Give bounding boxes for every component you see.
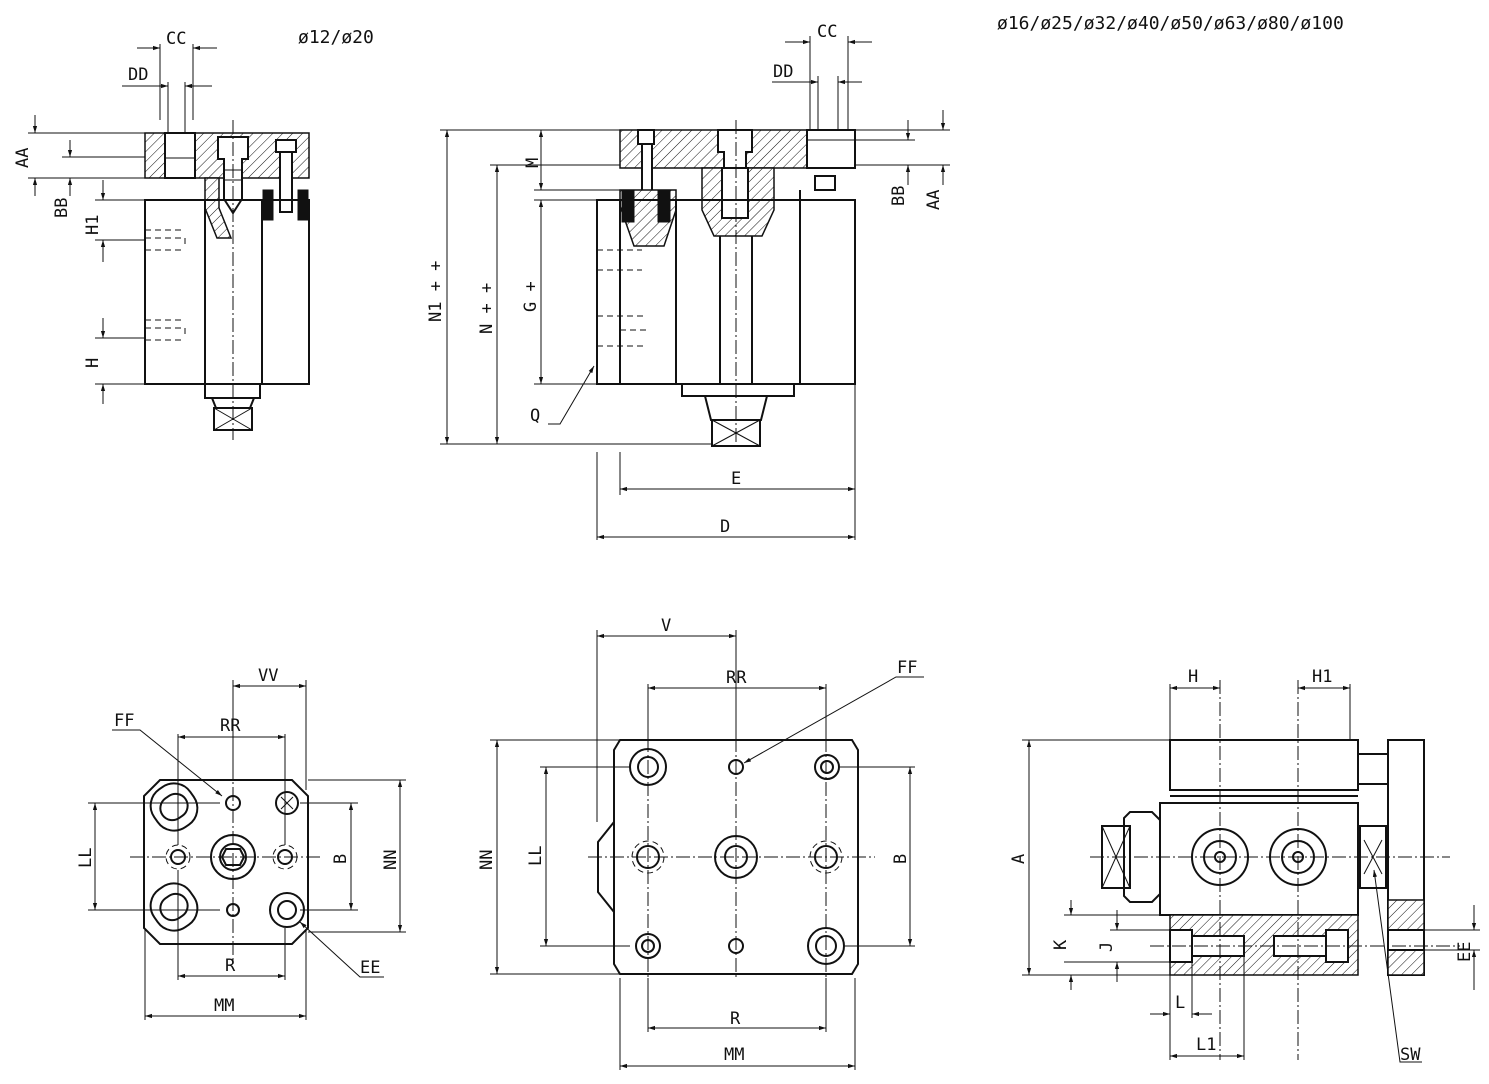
dim-ee2-label: EE — [1455, 942, 1475, 962]
dim-m-label: M — [523, 158, 543, 168]
dim-nn-label: NN — [381, 850, 401, 870]
dim-j-label: J — [1097, 942, 1117, 952]
dim-rr-label: RR — [220, 716, 241, 736]
dim-ff2-label: FF — [897, 658, 917, 678]
dim-r-label: R — [225, 956, 236, 976]
dim-k-label: K — [1051, 939, 1071, 950]
dim-l-label: L — [1175, 993, 1185, 1013]
dim-ff-label: FF — [114, 711, 134, 731]
large-cylinder-side-view — [596, 120, 856, 450]
large-bore-title: ø16/ø25/ø32/ø40/ø50/ø63/ø80/ø100 — [997, 13, 1344, 34]
dim-mm-label: MM — [214, 996, 234, 1016]
dim-q-label: Q — [530, 406, 540, 426]
top-view-dimensions: H H1 A K J L L1 EE SW — [1009, 667, 1480, 1065]
dim-cc2-label: CC — [817, 22, 837, 42]
small-cylinder-side-view — [144, 120, 310, 440]
large-cylinder-front-view — [588, 738, 875, 978]
dim-dd2-label: DD — [773, 62, 793, 82]
dim-h-label: H — [83, 358, 103, 368]
dim-bb2-label: BB — [889, 186, 909, 206]
dim-dd-label: DD — [128, 65, 148, 85]
dim-r2-label: R — [730, 1009, 741, 1029]
dim-h2-label: H — [1188, 667, 1198, 687]
dim-sw-label: SW — [1400, 1045, 1421, 1065]
dim-e-label: E — [731, 469, 741, 489]
dim-b2-label: B — [891, 854, 911, 864]
dim-b-label: B — [331, 854, 351, 864]
dim-d-label: D — [720, 517, 730, 537]
dim-a-label: A — [1009, 854, 1029, 864]
dim-nn2-label: NN — [477, 850, 497, 870]
dim-aa2-label: AA — [924, 190, 944, 210]
large-front-dimensions: V RR FF NN LL B R MM — [477, 616, 924, 1070]
dim-n1-label: N1 + + — [426, 261, 446, 322]
small-bore-title: ø12/ø20 — [298, 27, 374, 48]
dim-bb-label: BB — [52, 198, 72, 218]
small-cylinder-front-view — [130, 765, 320, 960]
dim-h1-label: H1 — [83, 215, 103, 235]
dim-v-label: V — [661, 616, 671, 636]
large-side-dimensions: CC DD BB AA M N1 + + N + + G + Q E — [426, 22, 950, 540]
dim-aa-label: AA — [13, 148, 33, 168]
dim-mm2-label: MM — [724, 1045, 744, 1065]
dim-h12-label: H1 — [1312, 667, 1332, 687]
dim-ee-label: EE — [360, 958, 380, 978]
dim-ll-label: LL — [76, 848, 96, 868]
dim-l1-label: L1 — [1196, 1035, 1216, 1055]
dim-g-label: G + — [521, 281, 541, 312]
small-side-dimensions: CC DD AA BB H1 H — [13, 29, 217, 404]
dim-n-label: N + + — [477, 283, 497, 334]
small-front-dimensions: VV FF RR LL B NN R EE MM — [76, 666, 406, 1020]
dim-cc-label: CC — [166, 29, 186, 49]
dim-ll2-label: LL — [526, 846, 546, 866]
dim-vv-label: VV — [258, 666, 278, 686]
dim-rr2-label: RR — [726, 668, 747, 688]
cylinder-top-view — [1090, 680, 1460, 1060]
